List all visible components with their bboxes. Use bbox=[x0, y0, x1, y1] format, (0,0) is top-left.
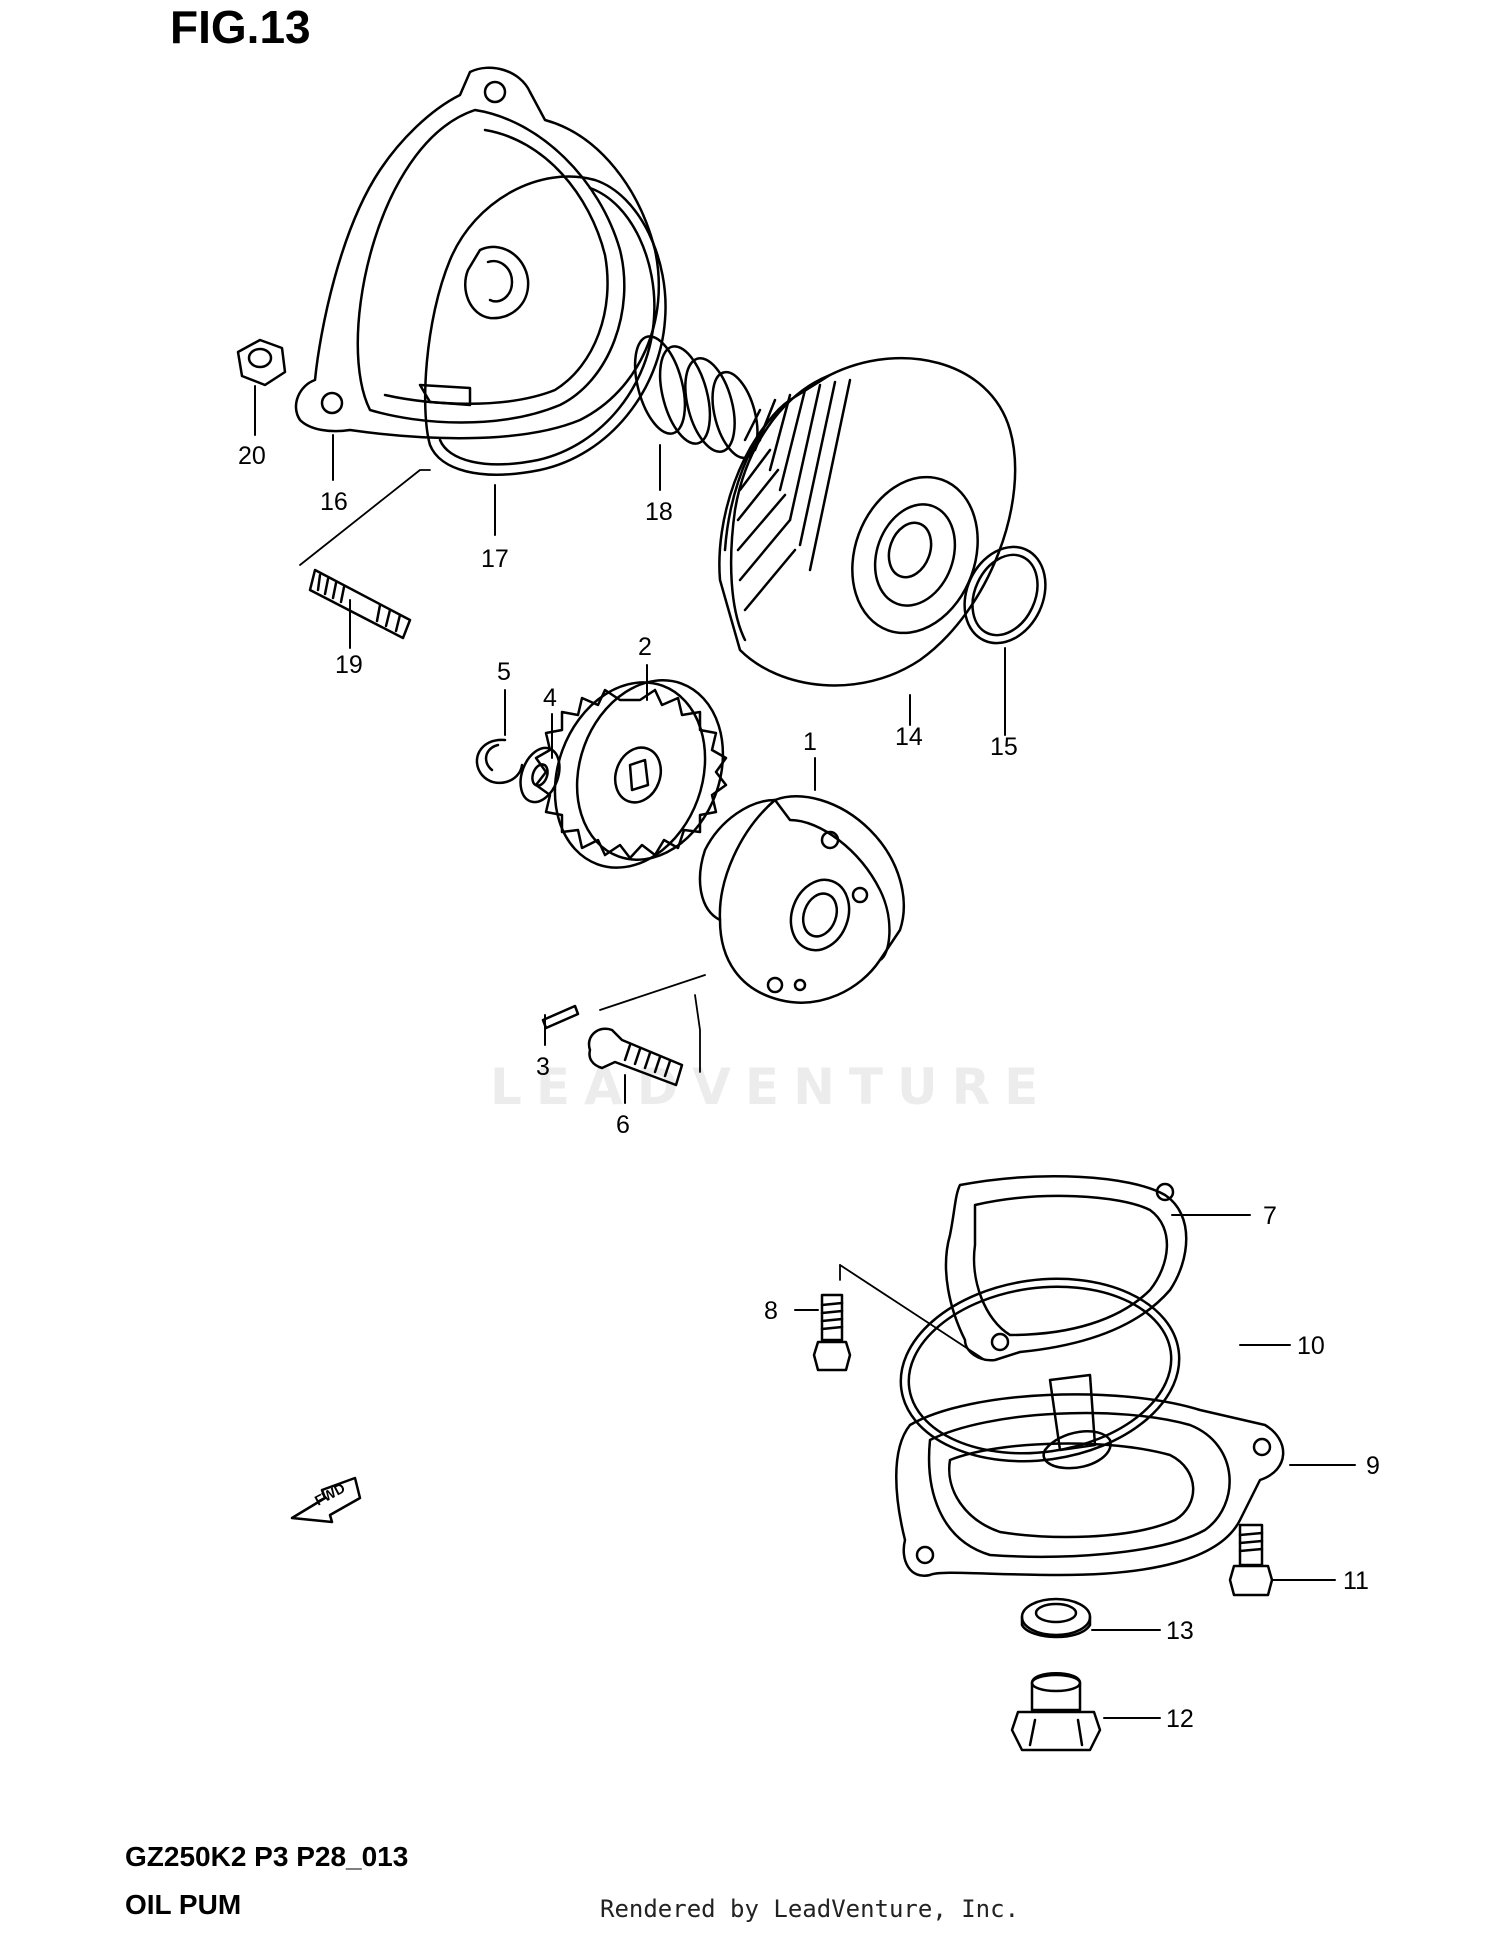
callout-18: 18 bbox=[645, 498, 673, 526]
watermark: LEADVENTURE bbox=[490, 1058, 1053, 1116]
part-10-o-ring[interactable] bbox=[889, 1261, 1191, 1478]
part-2-gear[interactable] bbox=[530, 660, 747, 889]
part-12-drain-plug[interactable] bbox=[1010, 1672, 1102, 1752]
part-7-gasket[interactable] bbox=[944, 1175, 1188, 1362]
model-code: GZ250K2 P3 P28_013 bbox=[125, 1841, 409, 1872]
leader-lines bbox=[254, 385, 1356, 1719]
part-17-o-ring[interactable] bbox=[423, 175, 667, 476]
callout-4: 4 bbox=[543, 684, 557, 712]
callout-17: 17 bbox=[481, 545, 509, 573]
callout-15: 15 bbox=[990, 733, 1018, 761]
callout-19: 19 bbox=[335, 651, 363, 679]
callout-20: 20 bbox=[238, 442, 266, 470]
render-credit: Rendered by LeadVenture, Inc. bbox=[600, 1895, 1020, 1923]
callout-3: 3 bbox=[536, 1053, 550, 1081]
part-13-washer[interactable] bbox=[1020, 1597, 1092, 1639]
part-6-bolt[interactable] bbox=[587, 1027, 684, 1087]
callout-13: 13 bbox=[1166, 1617, 1194, 1645]
callout-10: 10 bbox=[1297, 1332, 1325, 1360]
part-15-o-ring[interactable] bbox=[949, 534, 1060, 657]
part-5-circlip[interactable] bbox=[475, 738, 524, 785]
callout-16: 16 bbox=[320, 488, 348, 516]
callout-9: 9 bbox=[1366, 1452, 1380, 1480]
part-3-pin[interactable] bbox=[541, 1004, 580, 1030]
callout-2: 2 bbox=[638, 633, 652, 661]
assembly-name: OIL PUM bbox=[125, 1889, 242, 1920]
callout-11: 11 bbox=[1343, 1567, 1369, 1595]
figure-title: FIG.13 bbox=[170, 1, 311, 53]
part-18-spring[interactable] bbox=[626, 331, 766, 463]
part-19-stud-bolt[interactable] bbox=[308, 568, 412, 640]
part-9-oil-cover[interactable] bbox=[895, 1373, 1285, 1577]
callout-12: 12 bbox=[1166, 1705, 1194, 1733]
part-20-nut[interactable] bbox=[236, 338, 287, 387]
fwd-arrow-icon bbox=[290, 1476, 362, 1524]
part-14-oil-filter[interactable] bbox=[718, 356, 1017, 687]
callout-14: 14 bbox=[895, 723, 923, 751]
callout-6: 6 bbox=[616, 1111, 630, 1139]
alignment-lines bbox=[299, 469, 986, 1361]
callout-labels: 1 2 3 4 5 6 7 8 9 10 11 12 13 14 15 16 1… bbox=[238, 442, 1380, 1733]
part-11-bolt[interactable] bbox=[1228, 1523, 1274, 1597]
part-8-bolt[interactable] bbox=[812, 1293, 852, 1372]
callout-1: 1 bbox=[803, 728, 817, 756]
part-1-oil-pump[interactable] bbox=[698, 795, 905, 1004]
callout-8: 8 bbox=[764, 1297, 778, 1325]
callout-5: 5 bbox=[497, 658, 511, 686]
part-16-filter-cap[interactable] bbox=[294, 66, 660, 440]
part-4-washer[interactable] bbox=[514, 743, 567, 808]
callout-7: 7 bbox=[1263, 1202, 1277, 1230]
